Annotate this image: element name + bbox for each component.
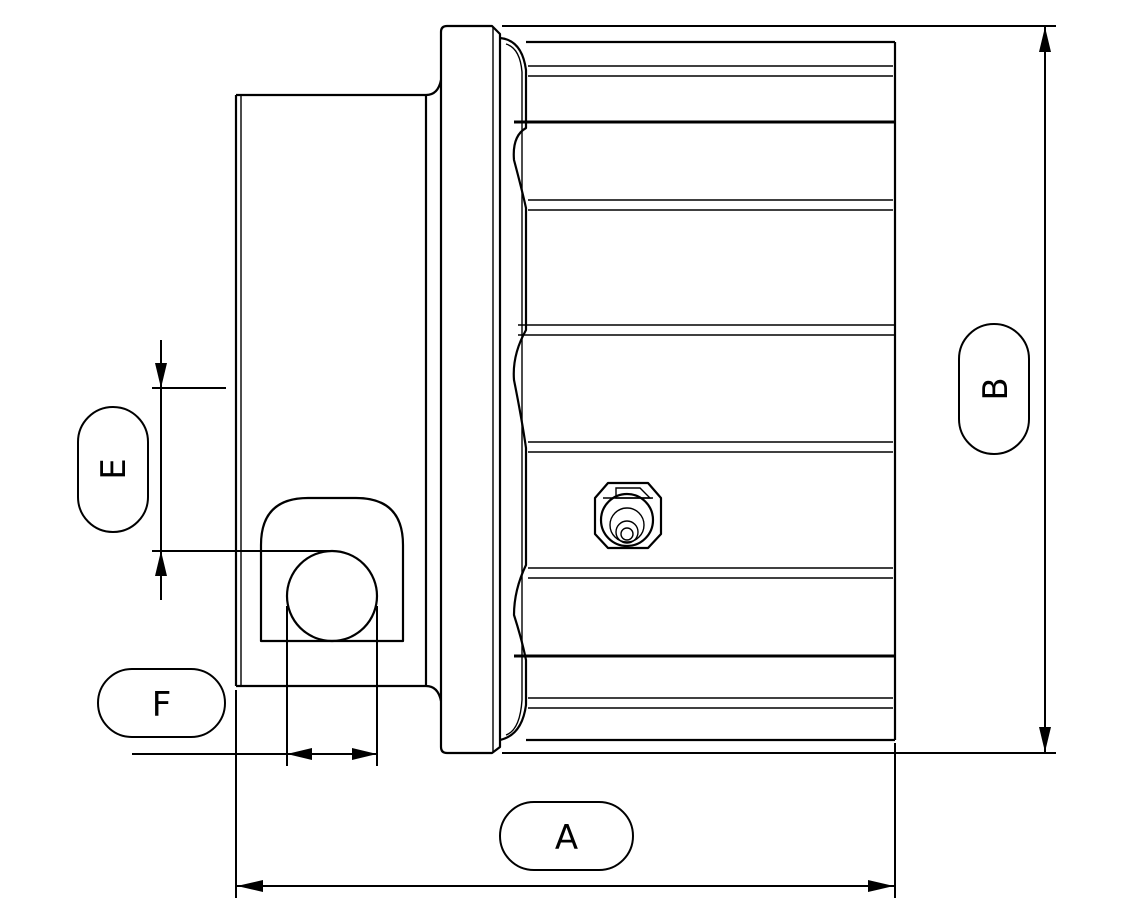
ribbed-housing xyxy=(499,36,897,742)
dimension-b xyxy=(502,25,1056,754)
dimension-a xyxy=(235,690,896,898)
dimension-f xyxy=(132,606,378,766)
label-b: B xyxy=(958,323,1030,455)
label-a-text: A xyxy=(555,818,578,858)
side-port xyxy=(259,496,405,643)
grease-nipple xyxy=(593,481,663,550)
label-e-text: E xyxy=(94,458,134,479)
label-a: A xyxy=(499,801,634,871)
label-f-text: F xyxy=(152,685,172,725)
label-f: F xyxy=(97,668,226,738)
label-b-text: B xyxy=(976,377,1016,400)
flange xyxy=(439,24,502,755)
left-body xyxy=(234,79,443,702)
label-e: E xyxy=(77,406,149,533)
dimension-e xyxy=(152,340,332,600)
